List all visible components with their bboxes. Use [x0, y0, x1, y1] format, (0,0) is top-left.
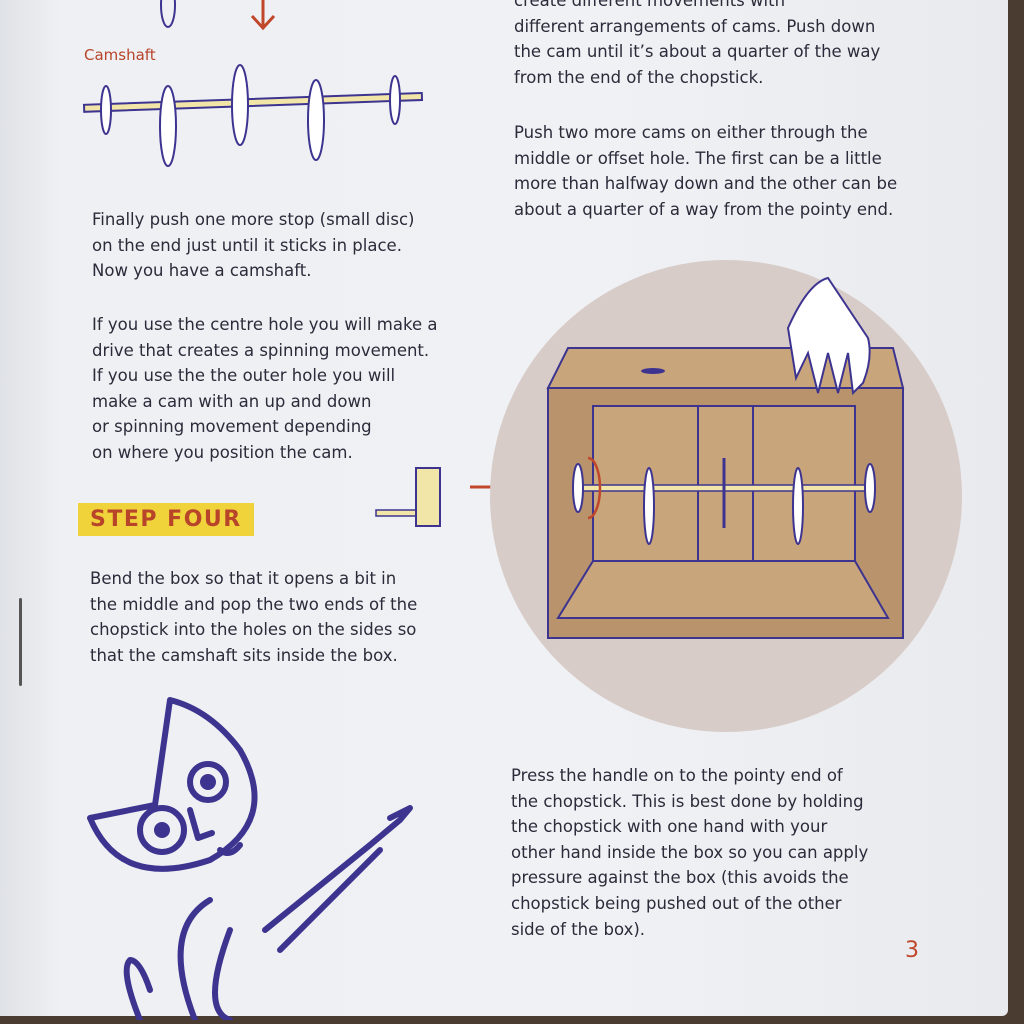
down-arrow-icon — [160, 0, 276, 31]
paragraph-step-four: Bend the box so that it opens a bit in t… — [90, 569, 418, 665]
camshaft-label: Camshaft — [84, 46, 156, 64]
cat-mascot-illustration — [87, 697, 413, 1020]
paragraph-holes: If you use the centre hole you will make… — [92, 315, 438, 462]
step-heading: STEP FOUR — [78, 503, 254, 536]
camshaft-illustration — [82, 64, 424, 167]
paragraph-camshaft: Finally push one more stop (small disc) … — [92, 210, 415, 281]
page-number: 3 — [905, 938, 919, 963]
box-illustration — [490, 260, 962, 732]
paragraph-handle: Press the handle on to the pointy end of… — [511, 766, 869, 939]
paragraph-cam-position: create different movements with differen… — [514, 0, 881, 87]
paragraph-more-cams: Push two more cams on either through the… — [514, 123, 898, 219]
staple — [19, 598, 22, 686]
